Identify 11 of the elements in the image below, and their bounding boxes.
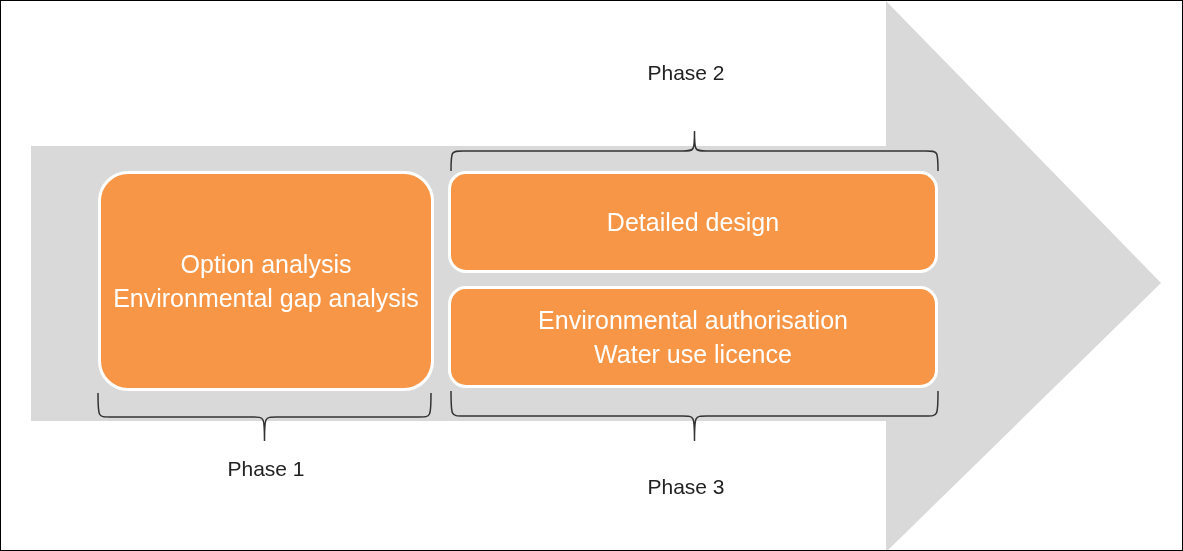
box-text: Environmental authorisation (538, 305, 848, 336)
box-text: Option analysis (180, 249, 352, 280)
box-text: Detailed design (606, 207, 780, 238)
process-box (98, 171, 434, 391)
phase-label: Phase 3 (647, 474, 725, 500)
process-box (448, 286, 938, 388)
phase-label: Phase 2 (647, 60, 725, 86)
phase-label: Phase 1 (227, 456, 305, 482)
box-text: Environmental gap analysis (113, 283, 419, 314)
process-box (448, 171, 938, 273)
box-text: Water use licence (594, 339, 792, 370)
